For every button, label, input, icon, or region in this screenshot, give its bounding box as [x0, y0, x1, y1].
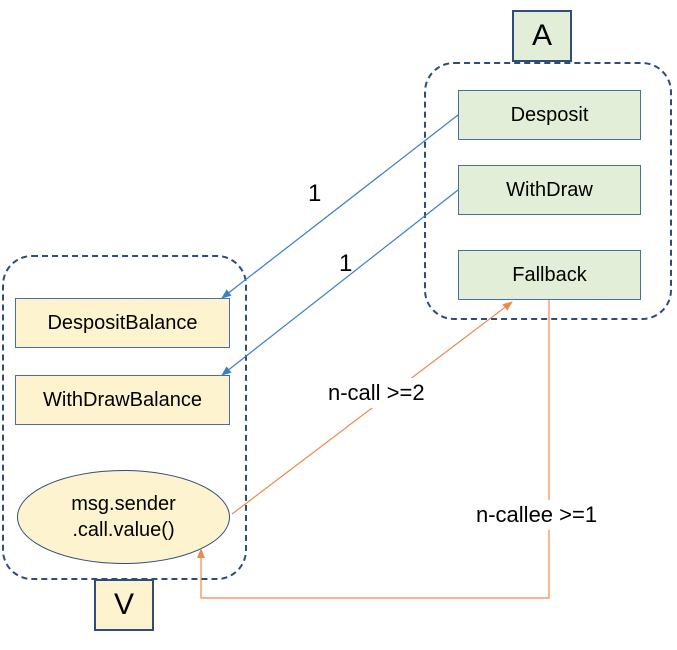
edge-label-withdraw-text: 1	[339, 250, 353, 277]
function-despositbalance: DespositBalance	[15, 298, 230, 348]
contract-v-tag-label: V	[113, 588, 134, 621]
function-despositbalance-label: DespositBalance	[47, 311, 198, 334]
edge-desposit-to-despositbalance	[221, 114, 459, 299]
edge-call-to-fallback	[231, 301, 513, 515]
call-value-line1: msg.sender	[71, 493, 176, 515]
function-withdrawbalance: WithDrawBalance	[15, 375, 230, 425]
call-value-line2: .call.value()	[72, 519, 175, 541]
function-fallback-label: Fallback	[512, 263, 587, 286]
function-desposit-label: Desposit	[510, 103, 589, 126]
function-withdraw-label: WithDraw	[506, 178, 593, 201]
contract-a-tag-label: A	[531, 19, 552, 52]
edge-label-withdraw: 1	[339, 250, 352, 278]
edge-label-desposit: 1	[308, 180, 321, 208]
function-withdrawbalance-label: WithDrawBalance	[43, 388, 202, 411]
function-withdraw: WithDraw	[458, 165, 641, 215]
edge-withdraw-to-withdrawbalance	[221, 189, 459, 376]
call-value-node: msg.sender .call.value()	[17, 470, 230, 564]
edge-label-n-callee: n-callee >=1	[470, 500, 604, 530]
contract-a-tag: A	[512, 10, 572, 62]
function-desposit: Desposit	[458, 90, 641, 140]
contract-a-container	[424, 62, 672, 320]
edge-label-n-call-text: n-call >=2	[328, 380, 425, 405]
contract-v-tag: V	[94, 579, 154, 631]
edge-label-n-call: n-call >=2	[322, 378, 431, 408]
function-fallback: Fallback	[458, 250, 641, 300]
edge-label-desposit-text: 1	[308, 180, 322, 207]
edge-fallback-to-call	[197, 300, 550, 599]
edge-label-n-callee-text: n-callee >=1	[476, 502, 598, 527]
